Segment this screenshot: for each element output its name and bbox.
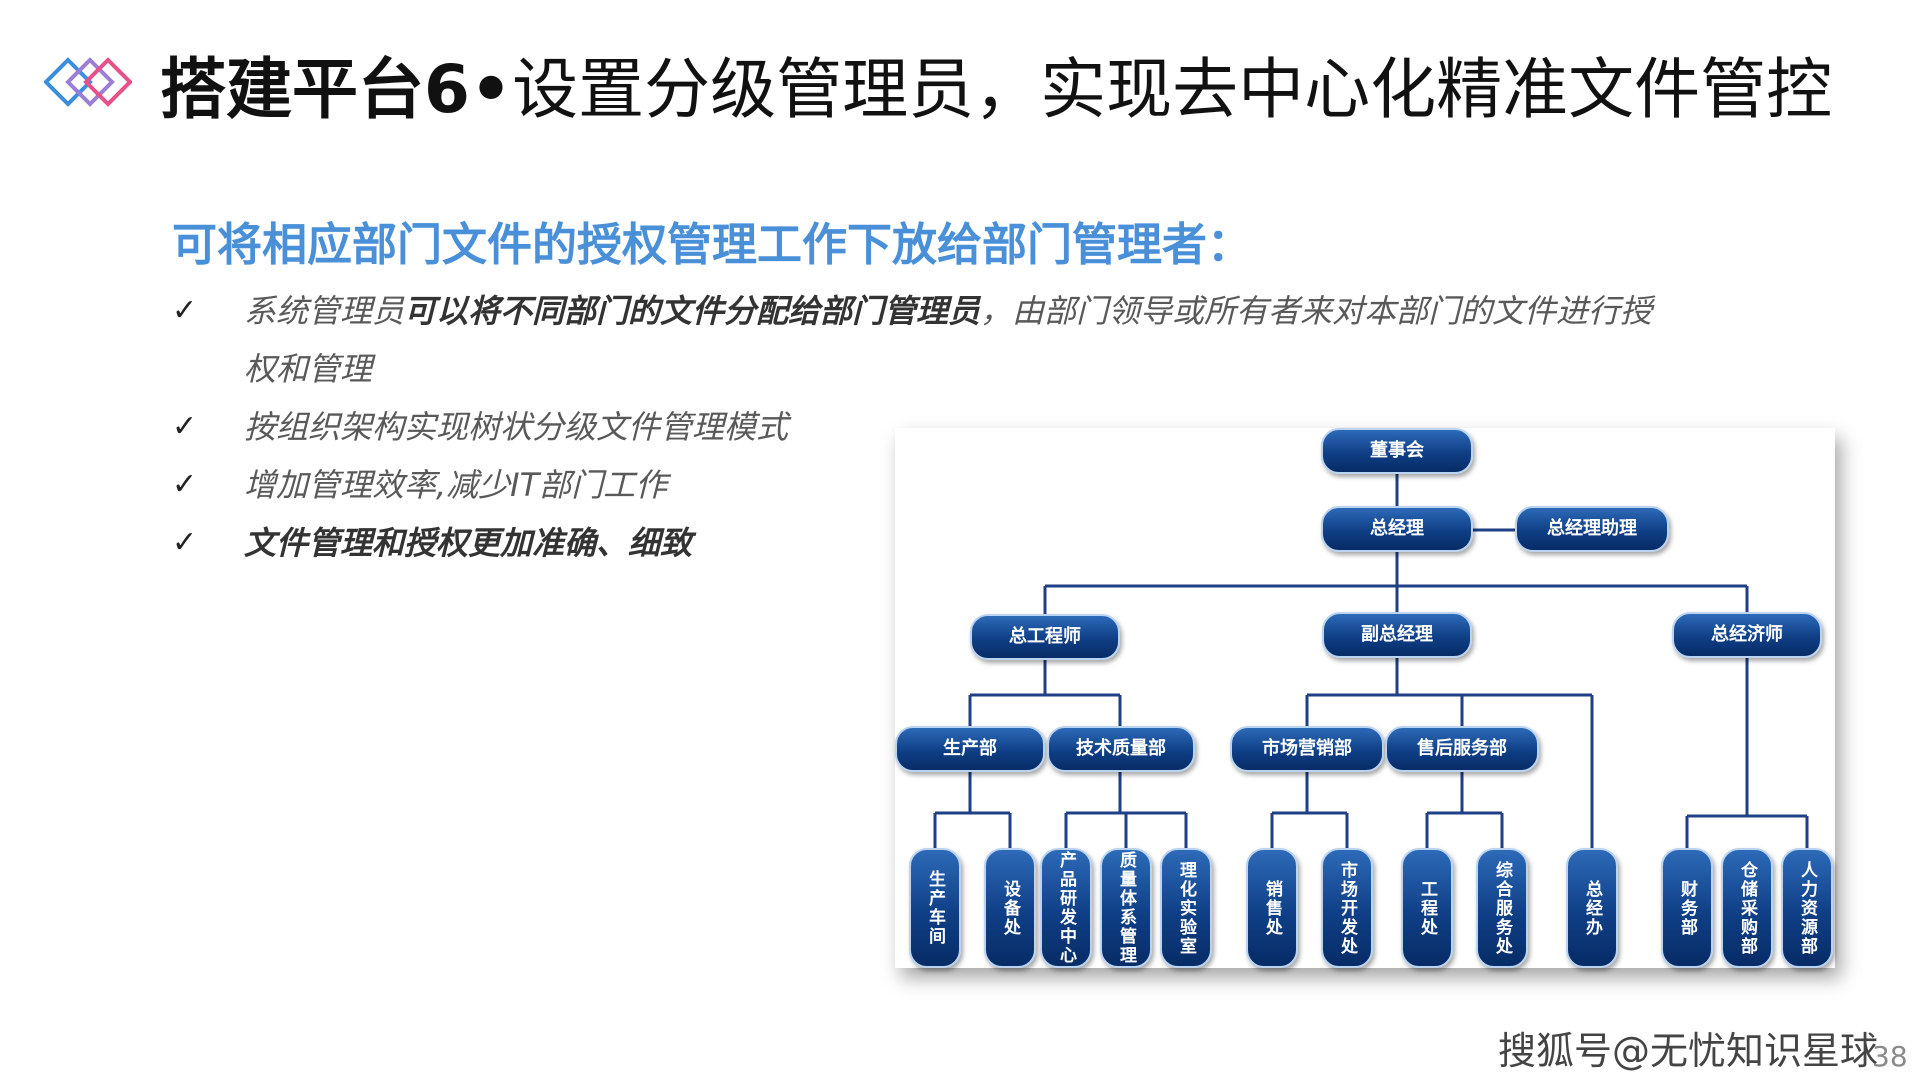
title-bold: 搭建平台6• (160, 51, 513, 128)
bullet-text: 文件管理和授权更加准确、细致 (244, 514, 1364, 572)
bullet-text-pre: 系统管理员 (244, 292, 405, 330)
bullet-text-bold: 可以将不同部门的文件分配给部门管理员 (404, 292, 981, 330)
org-node-chief-engineer: 总工程师 (970, 614, 1120, 660)
bullet-text: 按组织架构实现树状分级文件管理模式 (244, 408, 789, 446)
org-node-marketing: 市场营销部 (1230, 726, 1384, 772)
org-node-market-dev: 市场开发处 (1321, 848, 1373, 968)
org-node-deputy-gm: 副总经理 (1322, 612, 1472, 658)
org-chart-image: 董事会 总经理 总经理助理 总工程师 副总经理 总经济师 生产部 技术质量部 市… (895, 428, 1835, 968)
bullet-text-post: ，由部门领导或所有者来对本部门的文件进行授权和管理 (244, 292, 1653, 388)
org-node-finance: 财务部 (1661, 848, 1713, 968)
org-node-production: 生产部 (895, 726, 1045, 772)
org-node-sales-office: 销售处 (1246, 848, 1298, 968)
bullet-text-bold: 文件管理和授权更加准确、细致 (244, 524, 693, 562)
org-node-engineering: 工程处 (1401, 848, 1453, 968)
diamond-logo-icon (44, 57, 132, 107)
org-node-chief-economist: 总经济师 (1672, 612, 1822, 658)
org-node-workshop: 生产车间 (909, 848, 961, 968)
watermark-text: 搜狐号@无忧知识星球 (1498, 1029, 1879, 1073)
org-node-after-sales: 售后服务部 (1385, 726, 1539, 772)
checkmark-icon: ✓ (172, 293, 198, 328)
org-node-lab: 理化实验室 (1160, 848, 1212, 968)
org-node-board: 董事会 (1321, 428, 1473, 474)
org-node-quality-system: 质量体系管理 (1100, 848, 1152, 968)
checkmark-icon: ✓ (172, 409, 198, 444)
bullet-item: ✓ 文件管理和授权更加准确、细致 (168, 514, 1688, 572)
bullet-text: 增加管理效率,减少IT部门工作 (244, 466, 668, 504)
org-node-equipment: 设备处 (984, 848, 1036, 968)
slide-title: 搭建平台6•设置分级管理员，实现去中心化精准文件管控 (160, 48, 1832, 132)
org-node-general-service: 综合服务处 (1476, 848, 1528, 968)
bullet-item: ✓ 增加管理效率,减少IT部门工作 (168, 456, 1688, 514)
checkmark-icon: ✓ (172, 467, 198, 502)
org-node-general-office: 总经办 (1566, 848, 1618, 968)
org-chart-connectors (933, 474, 1809, 848)
org-node-procurement: 仓储采购部 (1721, 848, 1773, 968)
bullet-item: ✓ 按组织架构实现树状分级文件管理模式 (168, 398, 1688, 456)
title-rest: 设置分级管理员，实现去中心化精准文件管控 (512, 51, 1833, 128)
org-node-hr: 人力资源部 (1781, 848, 1833, 968)
org-node-rnd-center: 产品研发中心 (1040, 848, 1092, 968)
org-node-tech-quality: 技术质量部 (1047, 726, 1195, 772)
page-number: 38 (1872, 1040, 1908, 1073)
section-subtitle: 可将相应部门文件的授权管理工作下放给部门管理者： (172, 218, 1253, 271)
org-node-gm-assistant: 总经理助理 (1515, 506, 1669, 552)
bullet-item: ✓ 系统管理员可以将不同部门的文件分配给部门管理员，由部门领导或所有者来对本部门… (168, 282, 1688, 398)
bullet-list: ✓ 系统管理员可以将不同部门的文件分配给部门管理员，由部门领导或所有者来对本部门… (168, 282, 1688, 572)
checkmark-icon: ✓ (172, 525, 198, 560)
org-node-gm: 总经理 (1321, 506, 1473, 552)
